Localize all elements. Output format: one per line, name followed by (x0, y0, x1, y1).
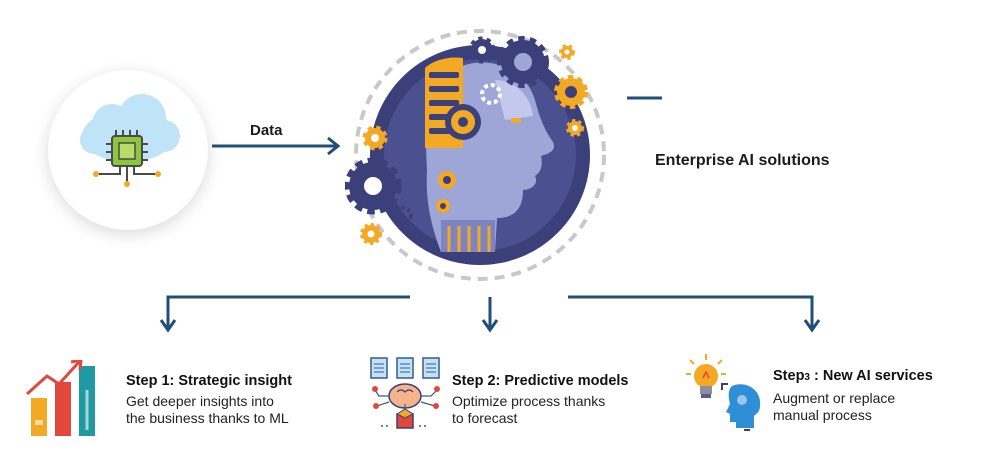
step1-title: Step 1: Strategic insight (126, 373, 292, 389)
step2-description: Optimize process thanks to forecast (452, 393, 606, 426)
data-source-circle (48, 70, 208, 230)
arrow-to-step2 (481, 297, 499, 333)
arrow-to-step1 (159, 295, 410, 333)
step3-title: Step3 : New AI services (773, 368, 933, 384)
step3-description: Augment or replace manual process (773, 390, 896, 423)
cloud-chip-icon (80, 94, 180, 187)
arrow-to-step3 (568, 295, 821, 333)
data-arrow-label: Data (250, 122, 283, 139)
lightbulb-head-icon (686, 354, 761, 431)
arrow-data-to-ai (212, 136, 341, 156)
data-brain-network-icon (370, 357, 440, 429)
step2-title: Step 2: Predictive models (452, 373, 629, 389)
bar-chart-growth-icon (25, 360, 95, 436)
robot-head-gears-icon (345, 29, 606, 281)
step1-description: Get deeper insights into the business th… (126, 393, 289, 426)
output-label: Enterprise AI solutions (655, 152, 830, 169)
